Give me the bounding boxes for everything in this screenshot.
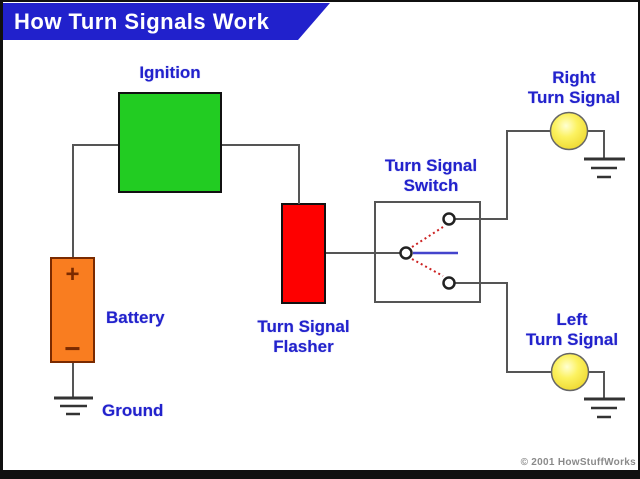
battery-box: + − bbox=[50, 257, 95, 364]
ground-label: Ground bbox=[102, 401, 164, 420]
flasher-label-line2: Flasher bbox=[273, 337, 334, 356]
flasher-label-line1: Turn Signal bbox=[257, 317, 350, 336]
left-turn-signal-label: Left Turn Signal bbox=[513, 310, 631, 350]
left-label-line1: Left bbox=[556, 310, 588, 329]
right-label-line1: Right bbox=[552, 68, 596, 87]
battery-label: Battery bbox=[106, 308, 165, 327]
copyright-text: © 2001 HowStuffWorks bbox=[520, 457, 636, 468]
battery-plus-terminal: + bbox=[65, 261, 80, 288]
right-label-line2: Turn Signal bbox=[527, 88, 621, 107]
battery-minus-terminal: − bbox=[64, 333, 81, 364]
right-turn-signal-label: Right Turn Signal bbox=[515, 68, 633, 108]
switch-label-line1: Turn Signal bbox=[384, 156, 478, 175]
switch-label-line2: Switch bbox=[403, 176, 459, 195]
title-banner: How Turn Signals Work bbox=[3, 3, 330, 40]
switch-label: Turn Signal Switch bbox=[371, 156, 491, 196]
left-label-line2: Turn Signal bbox=[525, 330, 619, 349]
turn-signal-switch-box bbox=[374, 201, 481, 303]
page-title: How Turn Signals Work bbox=[14, 9, 270, 34]
turn-signal-flasher-box bbox=[281, 203, 326, 304]
flasher-label: Turn Signal Flasher bbox=[243, 317, 364, 357]
ignition-box bbox=[118, 92, 222, 193]
ignition-label: Ignition bbox=[139, 63, 201, 82]
